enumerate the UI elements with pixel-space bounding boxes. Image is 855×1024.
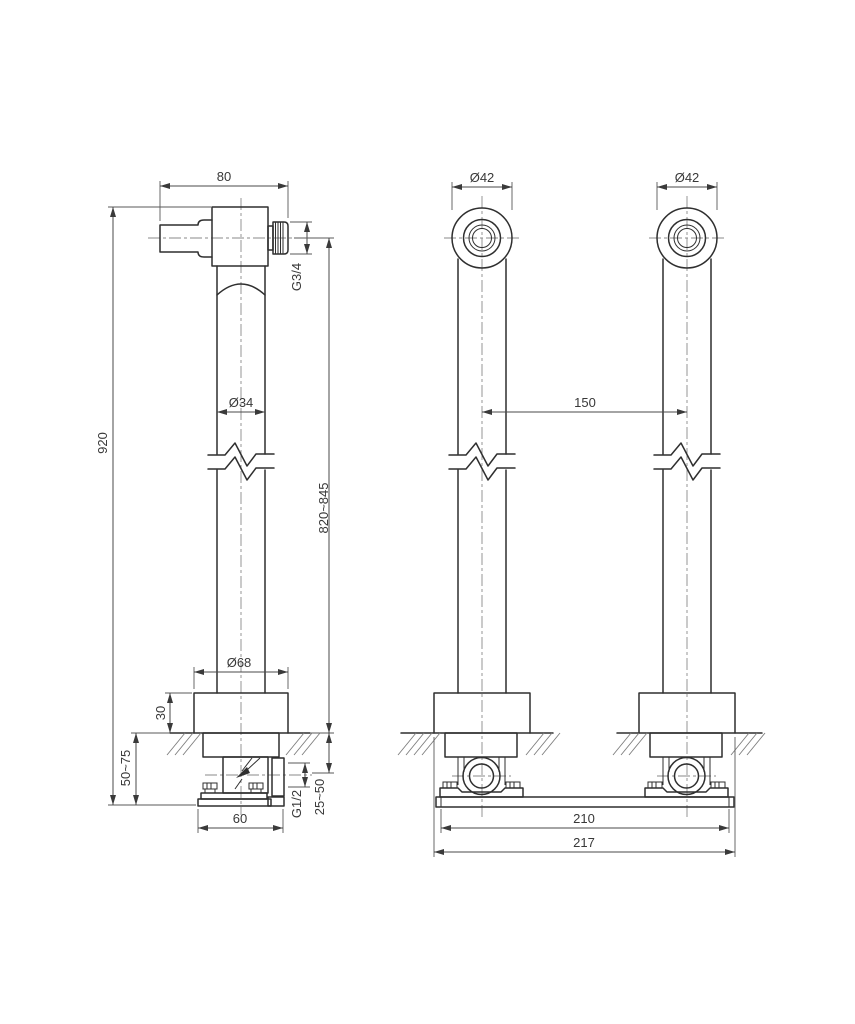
dim-inlet-thread-label: G1/2 xyxy=(289,790,304,818)
left-pipe-front xyxy=(448,258,516,694)
mounting-bar-edge xyxy=(271,757,285,797)
dim-left-elbow-label: Ø42 xyxy=(470,170,495,185)
dim-total-height-label: 920 xyxy=(95,432,110,454)
right-insert-block xyxy=(649,732,723,758)
spout-profile xyxy=(159,219,213,258)
dim-top-thread-label: G3/4 xyxy=(289,263,304,291)
right-elbow-front xyxy=(656,207,718,269)
left-elbow-front xyxy=(451,207,513,269)
front-view-drawing: Ø42 Ø42 150 210 217 xyxy=(397,170,766,857)
break-symbol xyxy=(207,442,275,467)
wall-hatching xyxy=(397,732,766,756)
side-view-drawing: 80 G3/4 Ø34 920 820~845 Ø68 30 50~75 xyxy=(95,169,334,833)
dim-collar-height-label: 30 xyxy=(153,706,168,720)
dim-wall-depth-label: 50~75 xyxy=(118,750,133,787)
left-insert-block xyxy=(444,732,518,758)
dim-overall-width-label: 217 xyxy=(573,835,595,850)
flow-line xyxy=(234,778,243,790)
flow-arrow-icon xyxy=(236,767,250,778)
break-symbol xyxy=(207,456,275,481)
bolt xyxy=(248,782,264,794)
bolt xyxy=(202,782,218,794)
dim-bar-length-label: 210 xyxy=(573,811,595,826)
base-plate-end xyxy=(267,796,285,807)
dim-right-elbow-label: Ø42 xyxy=(675,170,700,185)
dim-head-width-label: 80 xyxy=(217,169,231,184)
mounting-bar xyxy=(435,796,735,808)
thread-lines xyxy=(275,222,284,254)
dim-inlet-depth-label: 25~50 xyxy=(312,779,327,816)
flow-line xyxy=(241,757,253,772)
base-plate-lower xyxy=(197,798,272,807)
wall-hatching xyxy=(166,732,321,756)
head-block xyxy=(211,206,269,267)
right-clamp-assembly xyxy=(644,756,729,798)
right-pipe-front xyxy=(653,258,721,694)
dim-base-width-label: 60 xyxy=(233,811,247,826)
dim-pipe-spacing-label: 150 xyxy=(574,395,596,410)
base-plate-upper xyxy=(200,792,268,800)
pipe-fillet-arc xyxy=(216,283,266,296)
thread-connector xyxy=(272,221,289,255)
flow-line xyxy=(246,757,261,771)
left-clamp-assembly xyxy=(439,756,524,798)
dim-pipe-diameter-label: Ø34 xyxy=(229,395,254,410)
dim-outlet-height-label: 820~845 xyxy=(316,483,331,534)
dim-collar-diameter-label: Ø68 xyxy=(227,655,252,670)
